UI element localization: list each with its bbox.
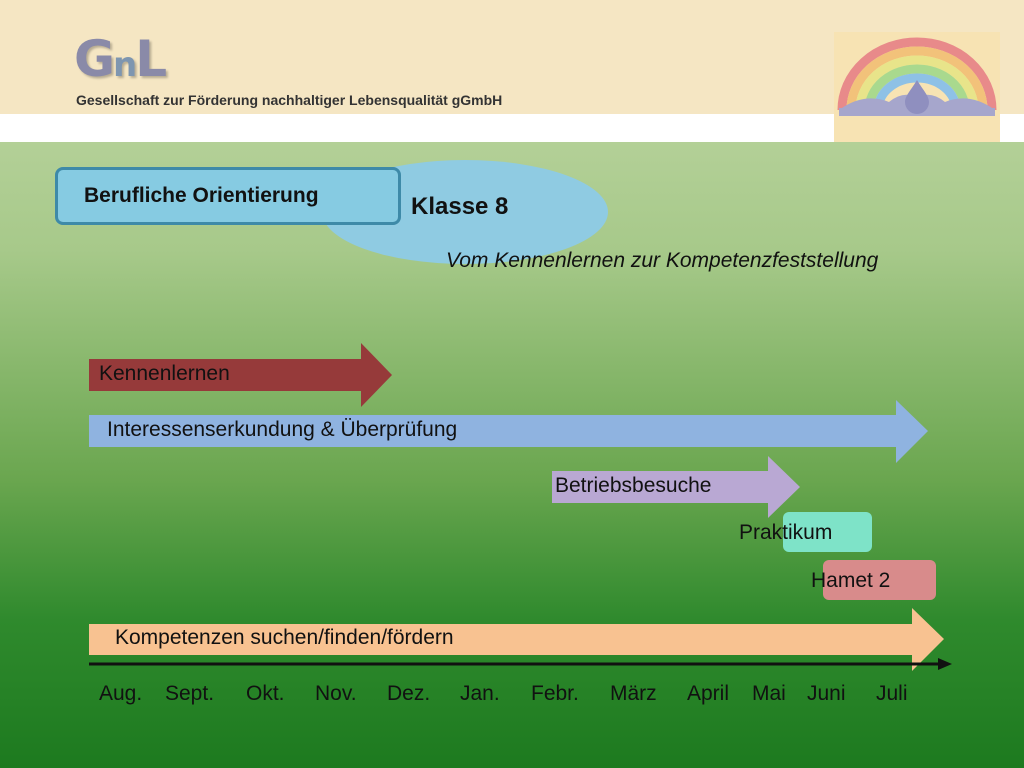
box-praktikum — [783, 512, 872, 552]
arrow-betriebsbesuche — [552, 456, 800, 518]
rainbow-icon — [837, 37, 997, 116]
month-jan: Jan. — [460, 682, 500, 705]
arrow-interessenserkundung — [89, 400, 928, 463]
month-dez: Dez. — [387, 682, 431, 705]
gnl-logo: GnL — [74, 30, 167, 88]
month-mai: Mai — [752, 682, 786, 705]
month-april: April — [687, 682, 730, 705]
arrow-kennenlernen — [89, 343, 392, 407]
label-betriebsbesuche: Betriebsbesuche — [555, 474, 712, 497]
label-kennenlernen: Kennenlernen — [99, 362, 230, 385]
arrow-kompetenzen — [89, 608, 944, 671]
month-juni: Juni — [807, 682, 846, 705]
month-nov: Nov. — [315, 682, 357, 705]
box-hamet — [823, 560, 936, 600]
subtitle: Vom Kennenlernen zur Kompetenzfeststellu… — [446, 249, 879, 272]
label-interessenserkundung: Interessenserkundung & Überprüfung — [107, 418, 458, 441]
company-name: Gesellschaft zur Förderung nachhaltiger … — [76, 92, 503, 108]
month-juli: Juli — [876, 682, 908, 705]
month-sept: Sept. — [165, 682, 215, 705]
topic-badge: Berufliche Orientierung — [55, 167, 401, 225]
month-aug: Aug. — [99, 682, 143, 705]
label-hamet: Hamet 2 — [811, 569, 891, 592]
month-okt: Okt. — [246, 682, 285, 705]
axis-arrowhead — [938, 658, 952, 670]
grade-label: Klasse 8 — [411, 193, 509, 220]
label-praktikum: Praktikum — [739, 521, 833, 544]
month-febr: Febr. — [531, 682, 579, 705]
label-kompetenzen: Kompetenzen suchen/finden/fördern — [115, 626, 454, 649]
rainbow-logo — [834, 32, 1000, 142]
month-maerz: März — [610, 682, 657, 705]
